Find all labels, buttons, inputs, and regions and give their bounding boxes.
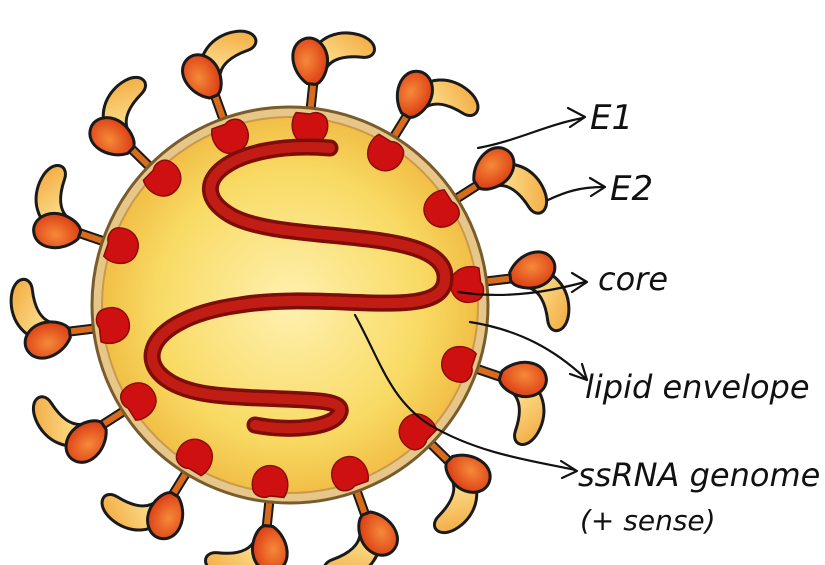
e1-glycoprotein <box>440 444 497 501</box>
label-e1: E1 <box>590 98 633 138</box>
label-e2: E2 <box>610 169 653 209</box>
e1-glycoprotein <box>83 109 140 166</box>
arrowhead-e1 <box>568 108 585 127</box>
spike <box>8 271 104 361</box>
label-core: core <box>598 260 668 298</box>
label-ssrna-genome: ssRNA genome <box>578 456 820 494</box>
e1-glycoprotein <box>496 355 551 403</box>
e1-glycoprotein <box>387 65 441 122</box>
arrow-e1 <box>478 118 583 148</box>
label-lipid-envelope: lipid envelope <box>585 368 810 406</box>
e1-glycoprotein <box>139 488 193 545</box>
label-genome-sense: (+ sense) <box>580 504 716 537</box>
e1-glycoprotein <box>29 207 84 255</box>
e1-glycoprotein <box>250 525 290 565</box>
